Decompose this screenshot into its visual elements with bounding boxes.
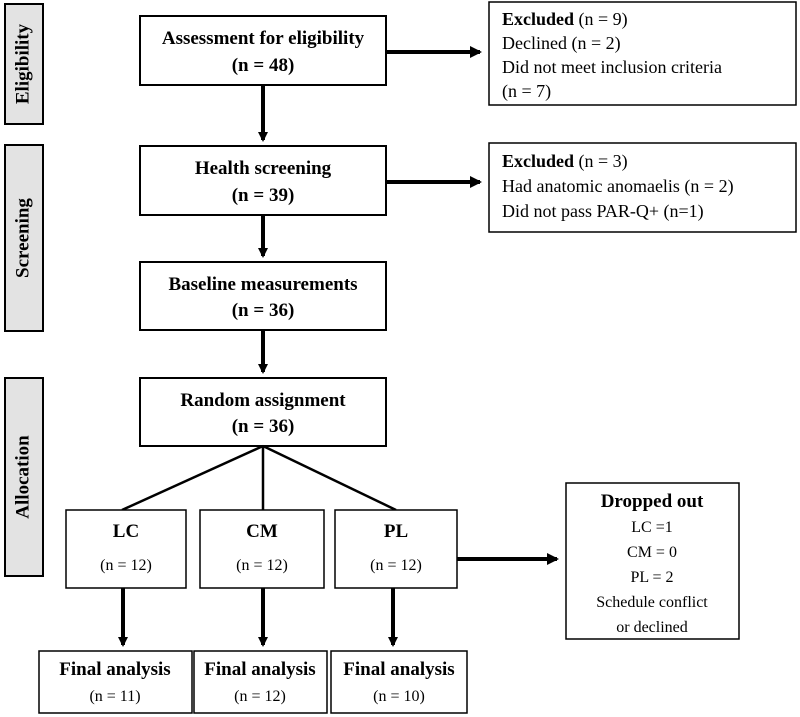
dropped-line3: PL = 2 [630,569,673,586]
stage-eligibility: Eligibility [4,3,44,125]
group-lc-label: LC [113,521,139,542]
screening-box-count: (n = 39) [232,185,295,206]
eligibility-box-count: (n = 48) [232,55,295,76]
baseline-box-count: (n = 36) [232,300,295,321]
stage-screening-label: Screening [12,198,33,278]
dropped-box: Dropped out LC =1 CM = 0 PL = 2 Schedule… [565,482,740,640]
final-pl-count: (n = 10) [373,688,425,705]
excluded-1-line2: Did not meet inclusion criteria [502,57,722,77]
group-pl-label: PL [384,521,408,542]
group-box-lc: LC (n = 12) [65,509,187,589]
group-box-cm: CM (n = 12) [199,509,325,589]
final-box-lc: Final analysis (n = 11) [38,650,193,714]
excluded-2-title: Excluded [502,151,574,171]
group-cm-count: (n = 12) [236,557,288,574]
screening-box: Health screening (n = 39) [139,145,387,216]
stage-allocation-label: Allocation [12,435,33,519]
excluded-2-heading: Excluded (n = 3) [502,151,628,172]
dropped-title: Dropped out [601,491,704,512]
group-lc-count: (n = 12) [100,557,152,574]
eligibility-box-title: Assessment for eligibility [162,28,365,49]
excluded-2-count: (n = 3) [574,151,628,172]
random-box-title: Random assignment [180,390,346,411]
excluded-1-line1: Declined (n = 2) [502,33,621,54]
excluded-box-1: Excluded (n = 9) Declined (n = 2) Did no… [488,1,797,106]
random-box-count: (n = 36) [232,416,295,437]
group-box-pl: PL (n = 12) [334,509,458,589]
final-box-pl: Final analysis (n = 10) [330,650,468,714]
excluded-box-2: Excluded (n = 3) Had anatomic anomaelis … [488,142,797,233]
excluded-1-heading: Excluded (n = 9) [502,9,628,30]
group-cm-label: CM [246,521,278,542]
excluded-1-title: Excluded [502,9,574,29]
final-box-cm: Final analysis (n = 12) [193,650,328,714]
excluded-2-line2: Did not pass PAR-Q+ (n=1) [502,201,704,222]
final-cm-label: Final analysis [204,659,315,680]
stage-screening: Screening [4,144,44,332]
final-cm-count: (n = 12) [234,688,286,705]
stage-eligibility-label: Eligibility [12,23,33,104]
final-pl-label: Final analysis [343,659,454,680]
final-lc-label: Final analysis [59,659,170,680]
screening-box-title: Health screening [195,158,332,179]
group-pl-count: (n = 12) [370,557,422,574]
excluded-1-count: (n = 9) [574,9,628,30]
dropped-line4: Schedule conflict [596,594,708,611]
eligibility-box: Assessment for eligibility (n = 48) [139,15,387,86]
excluded-2-line1: Had anatomic anomaelis (n = 2) [502,176,734,197]
branch-lines [121,444,397,512]
baseline-box: Baseline measurements (n = 36) [139,261,387,331]
excluded-1-line3: (n = 7) [502,81,551,102]
dropped-line2: CM = 0 [627,544,677,561]
stage-allocation: Allocation [4,377,44,577]
dropped-line1: LC =1 [631,519,672,536]
final-lc-count: (n = 11) [89,688,140,705]
random-box: Random assignment (n = 36) [139,377,387,447]
baseline-box-title: Baseline measurements [168,274,357,295]
dropped-line5: or declined [616,619,688,636]
